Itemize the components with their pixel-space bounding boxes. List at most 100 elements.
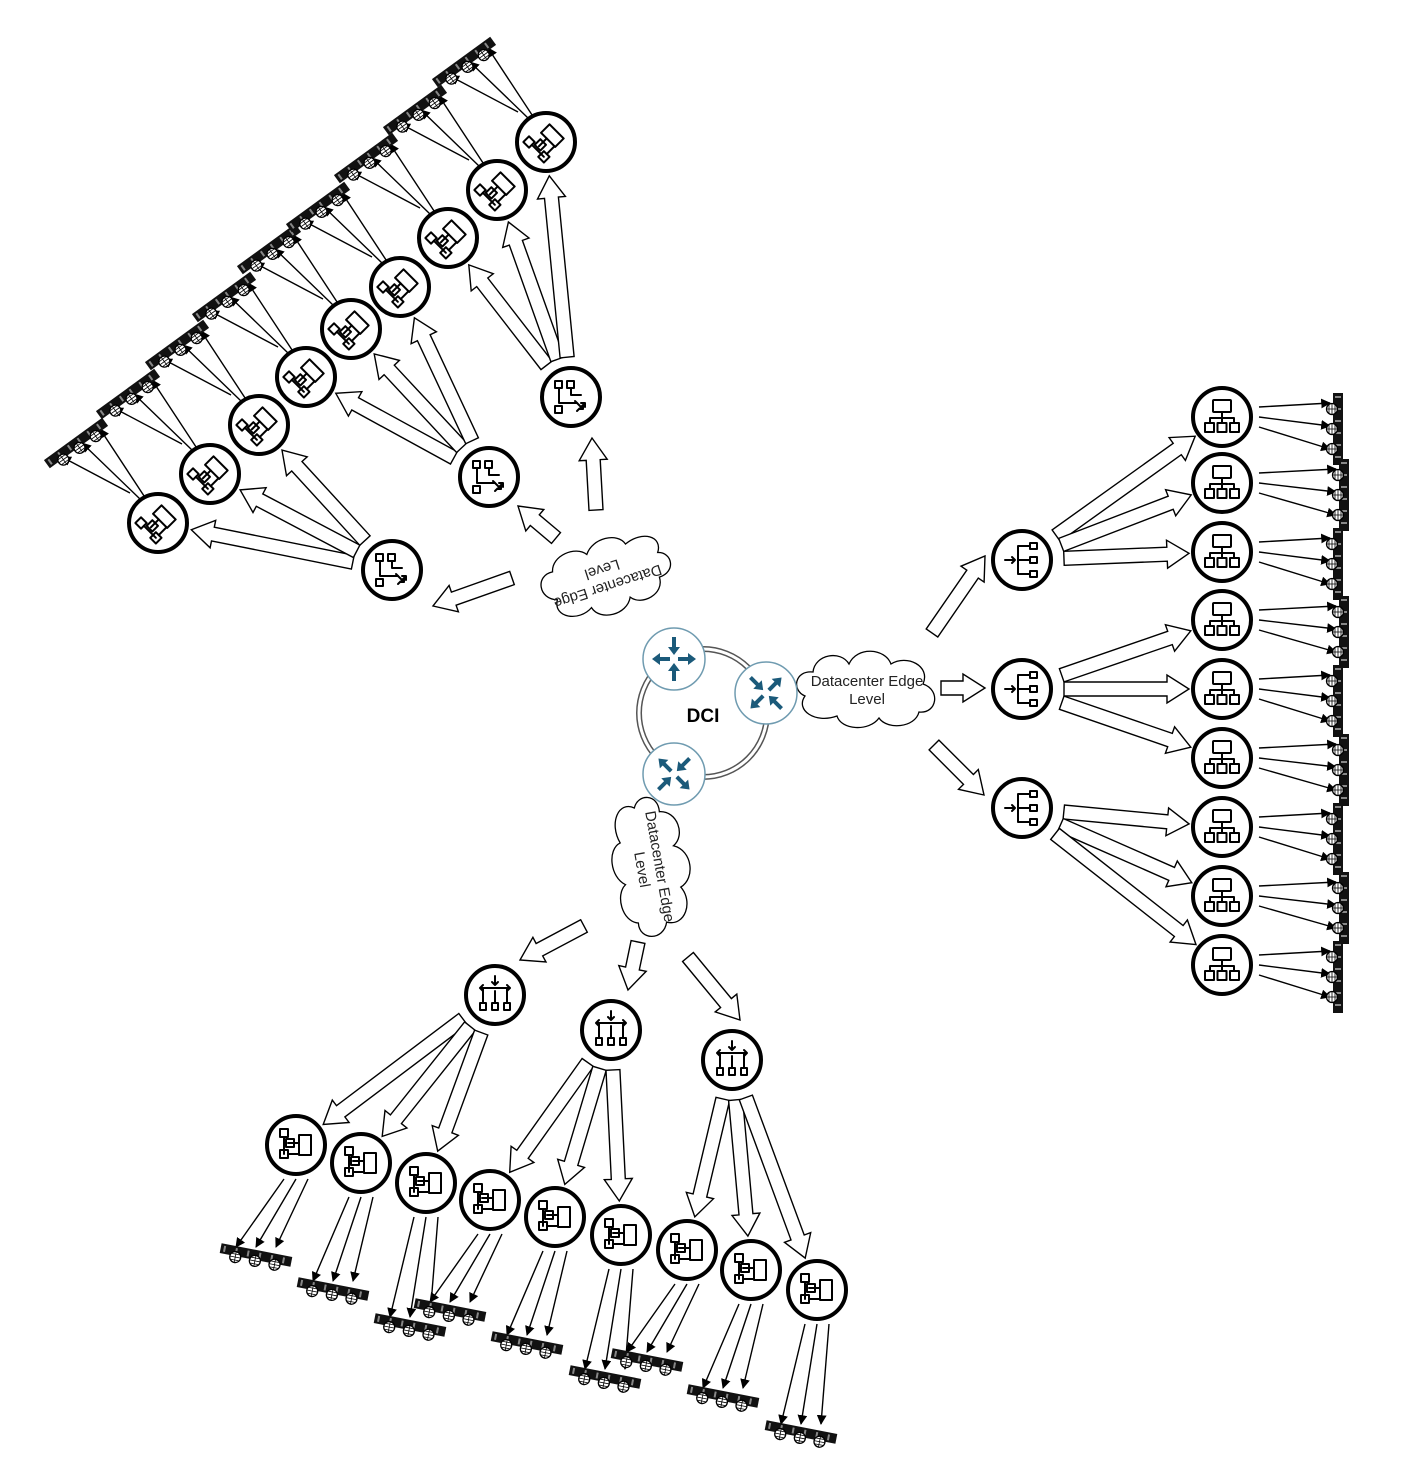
east-access-2 <box>1191 452 1253 514</box>
cloud-south: Datacenter Edge Level <box>611 796 691 938</box>
east-server-6 <box>1331 734 1349 806</box>
east-access-9 <box>1191 934 1253 996</box>
nw-server-1 <box>43 417 109 469</box>
dci-label: DCI <box>687 706 720 727</box>
globe-icon <box>793 1431 807 1445</box>
nw-agg-to-access-1 <box>190 519 356 570</box>
globe-icon <box>477 48 490 62</box>
south-link-8-1 <box>701 1303 740 1389</box>
globe-icon <box>597 1376 611 1390</box>
cloud-northwest: Datacenter Edge Level <box>540 535 672 617</box>
east-link-7-3 <box>1258 836 1331 862</box>
south-access-6 <box>590 1204 652 1266</box>
nw-access-2 <box>179 443 241 505</box>
globe-icon <box>1325 557 1339 571</box>
nw-server-7 <box>333 132 399 184</box>
globe-icon <box>325 1288 339 1302</box>
globe-icon <box>461 60 474 74</box>
split-switch-icon <box>479 975 511 1011</box>
south-link-4-1 <box>429 1233 479 1303</box>
nw-aggregation-1 <box>361 539 423 601</box>
south-core-to-agg-2 <box>617 939 648 992</box>
east-link-2-1 <box>1258 464 1337 475</box>
nw-link-8-3 <box>438 95 490 173</box>
east-agg-to-access-4 <box>1058 623 1193 683</box>
east-link-1-1 <box>1258 398 1331 409</box>
south-agg-to-access-3 <box>431 1029 489 1153</box>
south-server-9 <box>764 1420 838 1448</box>
distribution-switch-icon <box>1004 671 1038 707</box>
globe-icon <box>57 453 70 466</box>
globe-icon <box>1325 402 1339 416</box>
south-link-9-2 <box>797 1323 818 1425</box>
east-server-1 <box>1325 393 1343 465</box>
globe-icon <box>379 144 392 158</box>
nw-link-6-2 <box>323 206 383 264</box>
nw-link-5-2 <box>274 248 334 306</box>
globe-icon <box>250 259 263 272</box>
globe-icon <box>1331 645 1345 659</box>
nw-link-9-2 <box>469 61 529 119</box>
globe-icon <box>1331 488 1345 502</box>
south-access-2 <box>330 1132 392 1194</box>
south-link-5-3 <box>544 1250 568 1336</box>
nw-server-9 <box>431 36 497 88</box>
globe-icon <box>89 429 102 443</box>
network-topology-icon <box>1204 947 1240 981</box>
globe-icon <box>306 1284 319 1298</box>
globe-icon <box>190 331 203 345</box>
nw-link-2-2 <box>133 393 193 451</box>
south-server-6 <box>568 1365 642 1393</box>
south-access-3 <box>395 1152 457 1214</box>
nw-server-6 <box>285 181 351 233</box>
aggregation-switch-icon <box>375 553 407 587</box>
globe-icon <box>383 1320 396 1334</box>
cloud-south-line2: Level <box>630 851 653 889</box>
globe-icon <box>205 307 218 320</box>
globe-icon <box>519 1342 533 1356</box>
router-bottom <box>642 742 706 806</box>
globe-icon <box>1331 625 1345 639</box>
globe-icon <box>422 1328 435 1341</box>
east-core-to-agg-3 <box>928 739 985 796</box>
south-link-2-3 <box>350 1196 374 1282</box>
east-link-7-1 <box>1258 808 1331 819</box>
east-link-2-3 <box>1258 492 1337 518</box>
nw-link-9-3 <box>487 47 539 125</box>
network-topology-icon <box>1204 534 1240 568</box>
nw-server-3 <box>144 319 210 371</box>
cloud-east: Datacenter Edge Level <box>795 650 936 729</box>
nw-link-8-2 <box>420 109 480 167</box>
nw-link-7-2 <box>371 157 431 215</box>
nw-link-1-2 <box>81 442 141 500</box>
globe-icon <box>266 247 279 261</box>
globe-icon <box>1325 674 1339 688</box>
network-topology-icon <box>1204 399 1240 433</box>
hierarchy-switch-icon <box>409 1166 442 1197</box>
globe-icon <box>813 1435 826 1448</box>
globe-icon <box>423 1305 436 1319</box>
east-link-6-3 <box>1258 767 1337 793</box>
hierarchy-switch-icon <box>134 504 177 545</box>
south-agg-to-access-1 <box>322 1012 469 1126</box>
nw-link-4-2 <box>229 296 289 354</box>
nw-link-1-3 <box>99 428 151 506</box>
globe-icon <box>125 392 138 406</box>
east-link-4-1 <box>1258 601 1337 612</box>
network-topology-icon <box>1204 465 1240 499</box>
nw-link-1-1 <box>61 456 131 494</box>
south-access-4 <box>459 1169 521 1231</box>
east-aggregation-2 <box>991 658 1053 720</box>
aggregation-switch-icon <box>472 460 504 494</box>
nw-link-4-3 <box>247 282 299 360</box>
globe-icon <box>715 1395 729 1409</box>
nw-aggregation-2 <box>458 446 520 508</box>
globe-icon <box>1325 537 1339 551</box>
hierarchy-switch-icon <box>327 310 370 351</box>
hierarchy-switch-icon <box>282 358 325 399</box>
nw-core-to-agg-2 <box>517 505 562 545</box>
nw-agg-to-access-3 <box>281 449 372 547</box>
east-server-2 <box>1331 459 1349 531</box>
nw-agg-to-access-7 <box>468 263 554 371</box>
network-topology-icon <box>1204 878 1240 912</box>
